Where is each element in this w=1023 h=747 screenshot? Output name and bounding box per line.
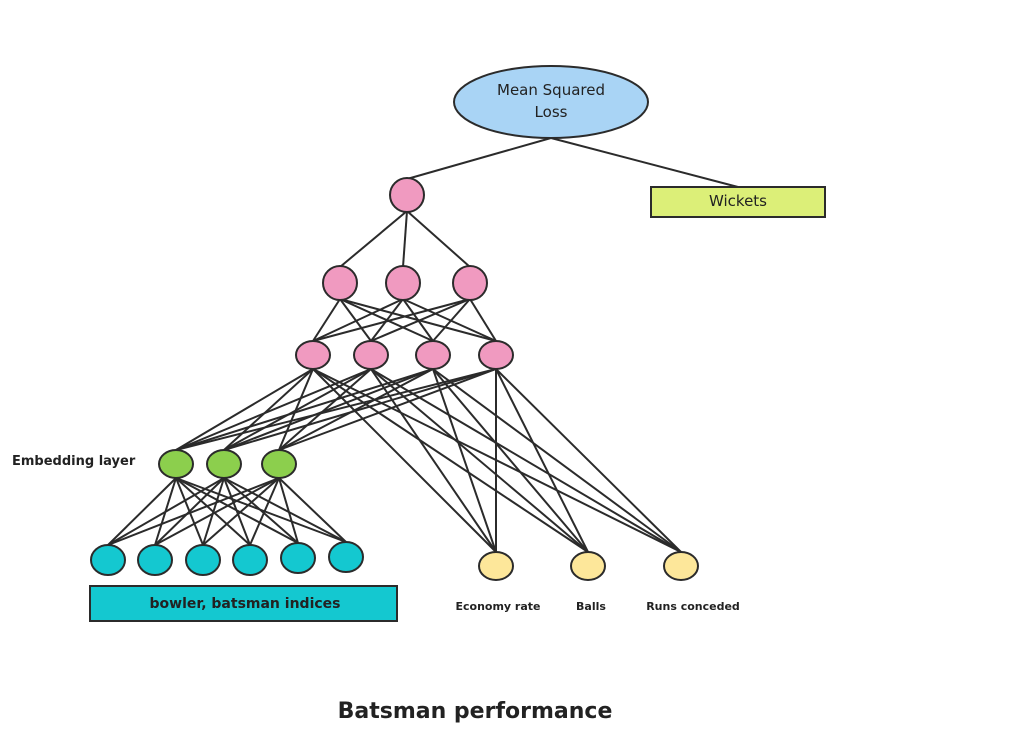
edge-embedding-input [202, 477, 225, 546]
hidden-node-layer3 [478, 340, 514, 370]
edge-h1-h2 [402, 210, 408, 268]
edge-h3-embedding [175, 368, 314, 451]
wickets-output-box [650, 186, 826, 218]
edge-h3-embedding [223, 368, 497, 451]
edge-h3-feature [312, 368, 497, 553]
hidden-node-layer2 [322, 265, 358, 301]
hidden-node-layer3 [295, 340, 331, 370]
feature-label-runs-conceded: Runs conceded [646, 600, 740, 613]
feature-label-economy-rate: Economy rate [455, 600, 540, 613]
input-node [137, 544, 173, 576]
edge-h3-feature [370, 368, 497, 553]
edge-loss-hidden1 [406, 137, 552, 180]
edge-h3-embedding [223, 368, 314, 451]
embedding-node [158, 449, 194, 479]
edge-h3-embedding [223, 368, 372, 451]
hidden-node-layer2 [452, 265, 488, 301]
feature-node [663, 551, 699, 581]
hidden-node-layer1 [389, 177, 425, 213]
edge-h3-embedding [278, 368, 372, 451]
edge-h3-feature [370, 368, 682, 553]
edge-h3-feature [495, 368, 589, 553]
edge-h3-embedding [278, 368, 434, 451]
edge-h3-feature [370, 368, 589, 553]
edge-h3-embedding [223, 368, 434, 451]
edges [107, 137, 739, 553]
input-node [328, 541, 364, 573]
edge-embedding-input [202, 477, 280, 546]
diagram-title: Batsman performance [338, 699, 613, 724]
edge-embedding-input [154, 477, 280, 546]
edge-embedding-input [223, 477, 299, 544]
edge-embedding-input [223, 477, 251, 546]
edge-h3-embedding [175, 368, 372, 451]
input-node [90, 544, 126, 576]
embedding-layer-label: Embedding layer [12, 454, 136, 469]
edge-embedding-input [223, 477, 347, 543]
embedding-node [261, 449, 297, 479]
input-box-label: bowler, batsman indices [150, 596, 341, 612]
loss-label-line1: Mean Squared [497, 81, 605, 99]
input-node [232, 544, 268, 576]
edge-h2-h3 [312, 298, 341, 342]
edge-h3-embedding [175, 368, 497, 451]
edge-h2-h3 [370, 298, 471, 342]
hidden-node-layer3 [353, 340, 389, 370]
feature-label-balls: Balls [576, 600, 606, 613]
embedding-node [206, 449, 242, 479]
hidden-node-layer3 [415, 340, 451, 370]
edge-embedding-input [278, 477, 299, 544]
input-indices-box [89, 585, 398, 622]
edge-h2-h3 [402, 298, 497, 342]
edge-h3-feature [432, 368, 497, 553]
edge-embedding-input [107, 477, 225, 546]
edge-embedding-input [249, 477, 280, 546]
edge-h3-feature [432, 368, 682, 553]
feature-node [570, 551, 606, 581]
input-node [280, 542, 316, 574]
edge-embedding-input [278, 477, 347, 543]
edge-embedding-input [154, 477, 225, 546]
edge-embedding-input [107, 477, 177, 546]
wickets-label: Wickets [709, 192, 767, 210]
loss-label-line2: Loss [535, 103, 568, 121]
edge-h3-embedding [175, 368, 434, 451]
edge-h1-h2 [339, 210, 408, 268]
edge-h2-h3 [312, 298, 404, 342]
edge-h3-feature [495, 368, 682, 553]
edge-h3-feature [312, 368, 589, 553]
edge-loss-wickets [550, 137, 739, 188]
edge-h2-h3 [469, 298, 497, 342]
edge-h2-h3 [432, 298, 471, 342]
edge-embedding-input [107, 477, 280, 546]
edge-h2-h3 [339, 298, 372, 342]
edge-h2-h3 [370, 298, 404, 342]
shapes [89, 65, 826, 622]
edge-h3-feature [432, 368, 589, 553]
edge-h3-embedding [278, 368, 497, 451]
input-node [185, 544, 221, 576]
texts: Mean Squared Loss Wickets Embedding laye… [12, 81, 767, 724]
edge-h1-h2 [406, 210, 471, 268]
hidden-node-layer2 [385, 265, 421, 301]
loss-node [453, 65, 649, 139]
feature-node [478, 551, 514, 581]
edge-h2-h3 [312, 298, 471, 342]
